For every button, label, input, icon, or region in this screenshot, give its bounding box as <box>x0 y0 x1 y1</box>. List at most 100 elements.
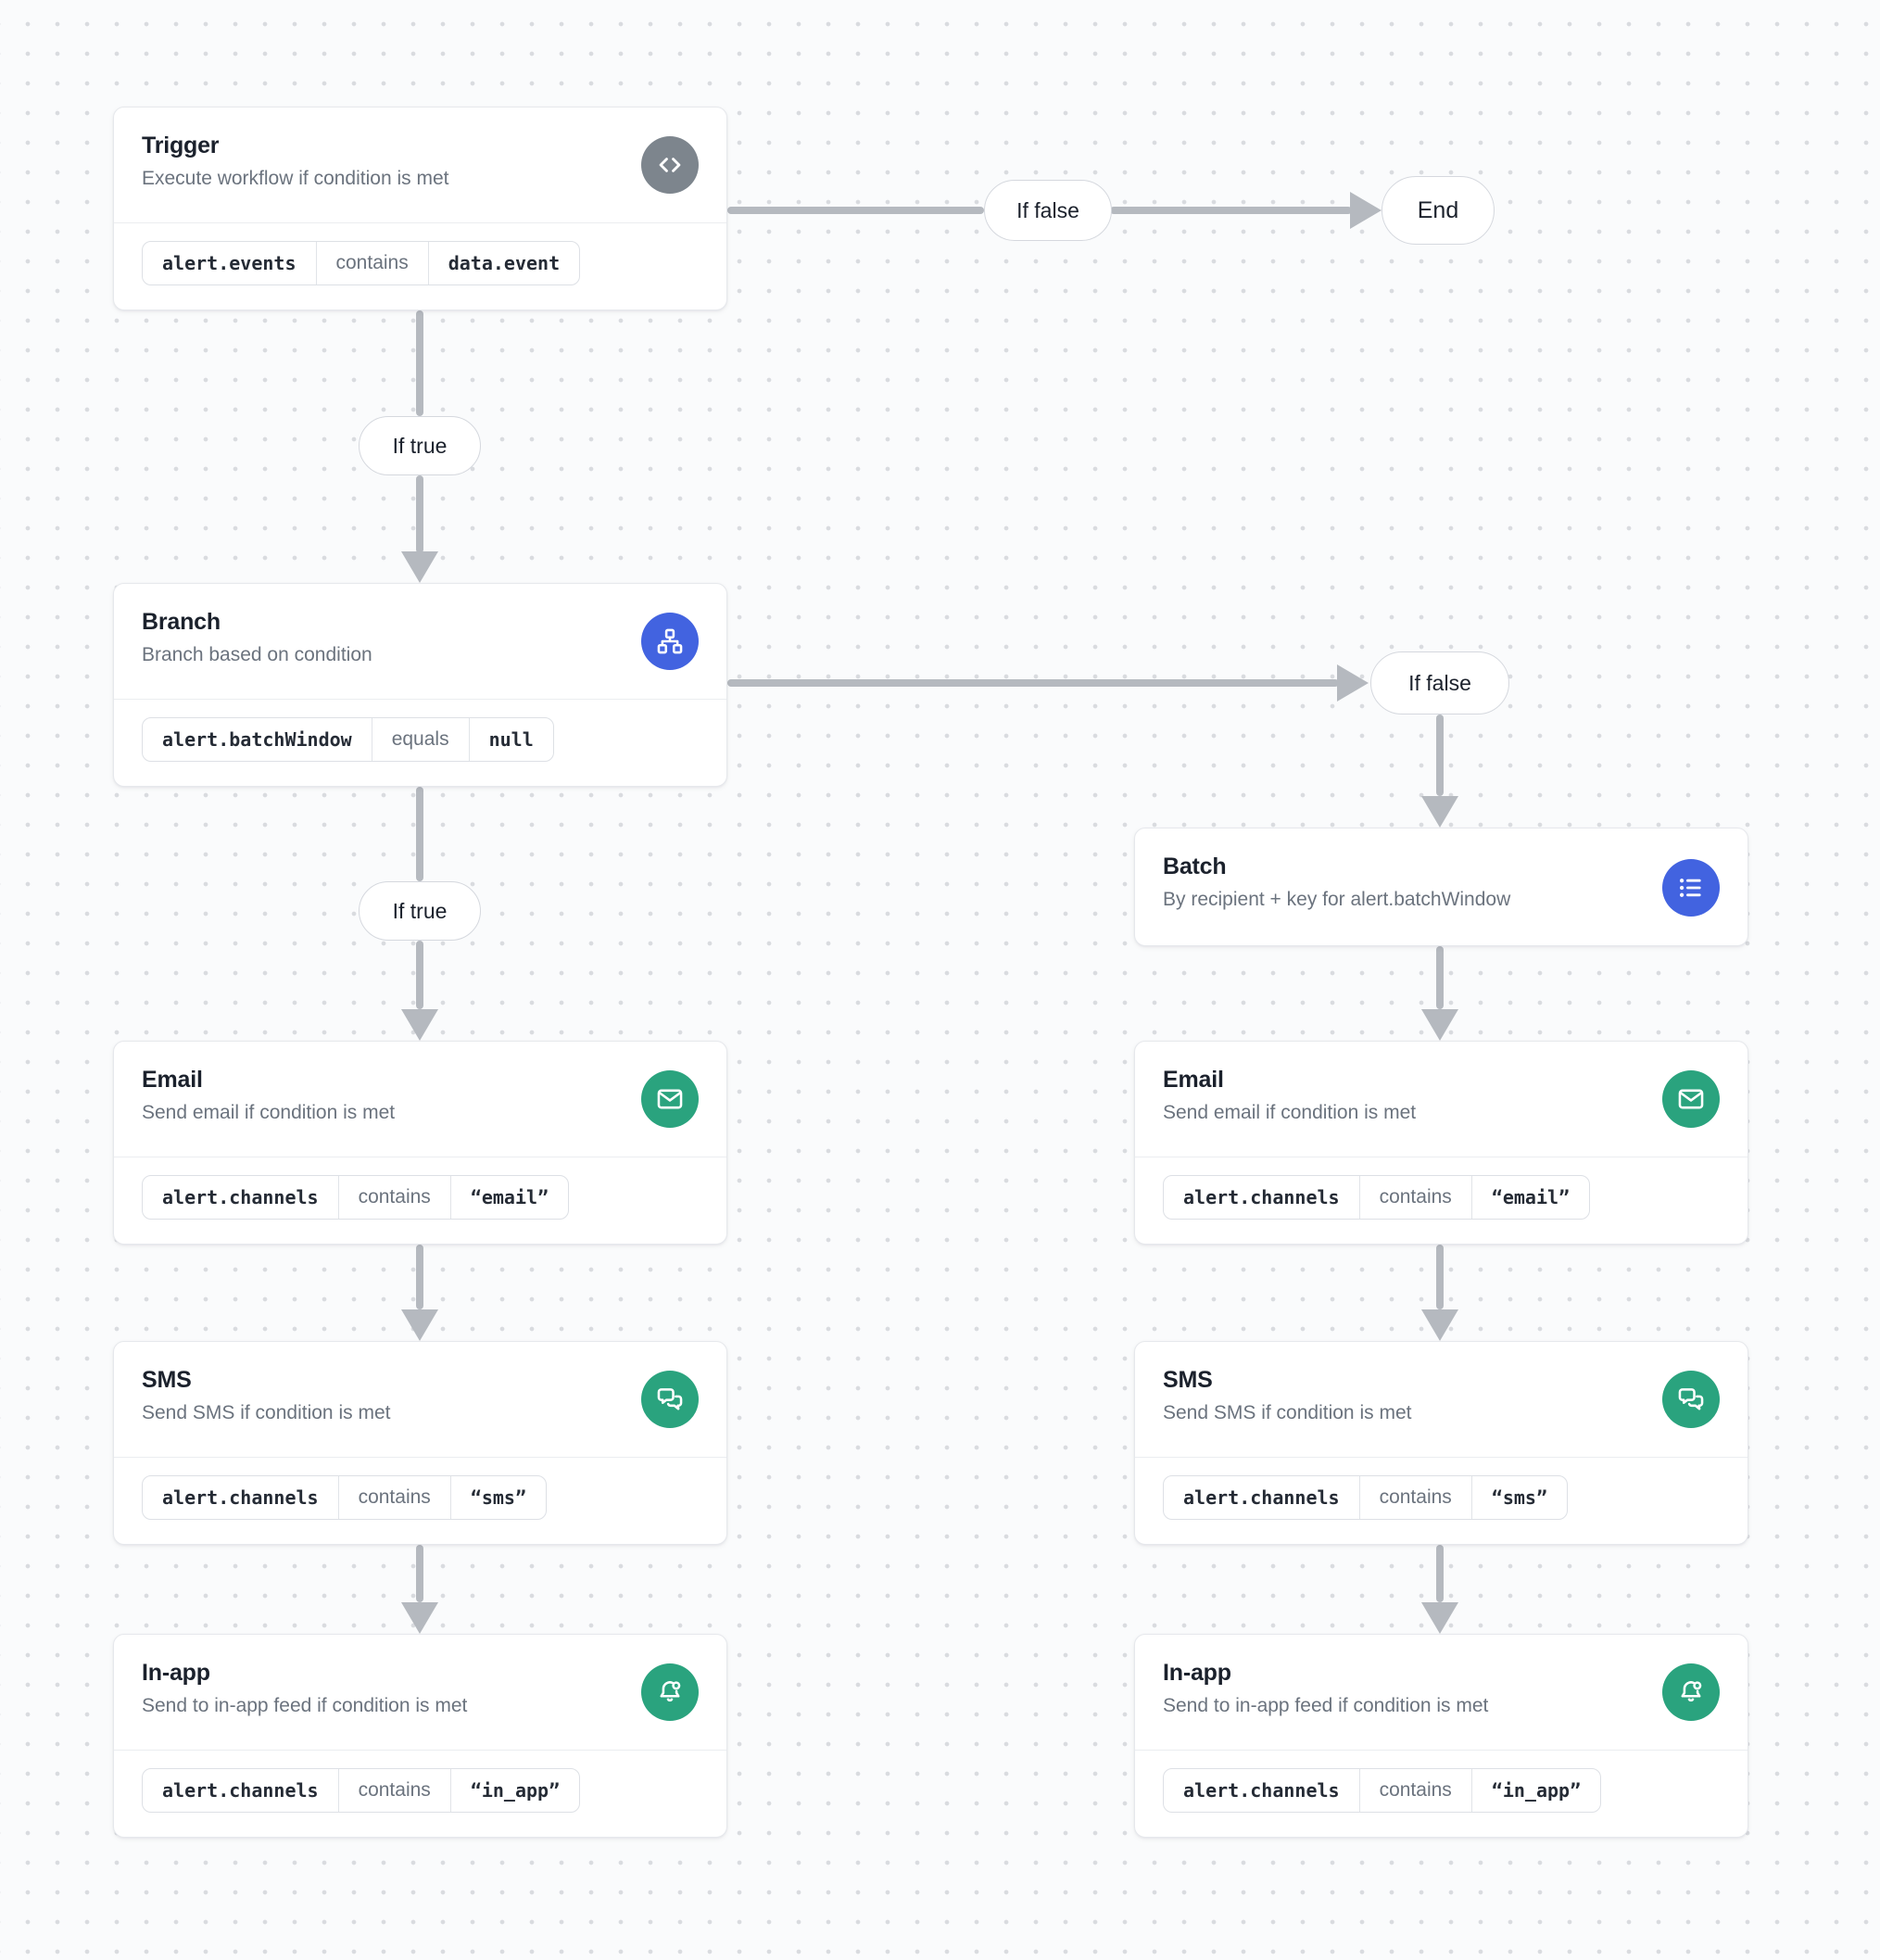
edge-line-trigger-to-iffalse <box>727 207 984 214</box>
node-title: Batch <box>1163 854 1227 879</box>
condition-operator: contains <box>337 1176 450 1219</box>
node-conditions: alert.batchWindow equals null <box>114 699 726 786</box>
condition-field: alert.channels <box>1183 1186 1340 1208</box>
node-subtitle: Send SMS if condition is met <box>142 1402 391 1423</box>
node-title: Trigger <box>142 133 220 158</box>
node-conditions: alert.channels contains “in_app” <box>1135 1750 1748 1837</box>
edge-line-iftrue-to-branch <box>416 475 423 553</box>
condition-value: “sms” <box>449 1476 546 1519</box>
arrowhead <box>1421 1309 1458 1341</box>
arrowhead <box>401 1309 438 1341</box>
node-email[interactable]: Email Send email if condition is met ale… <box>113 1041 727 1245</box>
condition-operator: contains <box>315 242 428 285</box>
condition-value: “email” <box>449 1176 568 1219</box>
node-header: SMS Send SMS if condition is met <box>114 1342 726 1457</box>
node-conditions: alert.events contains data.event <box>114 222 726 310</box>
node-conditions: alert.channels contains “sms” <box>1135 1457 1748 1544</box>
edge-label-if-false: If false <box>984 180 1112 241</box>
condition-field: alert.events <box>162 252 297 274</box>
condition-operator: contains <box>337 1476 450 1519</box>
edge-line-trigger-to-iftrue <box>416 310 423 416</box>
edge-line-email-to-sms-left <box>416 1245 423 1309</box>
envelope-icon <box>1662 1070 1720 1128</box>
node-title: SMS <box>1163 1367 1213 1393</box>
code-icon <box>641 136 699 194</box>
arrowhead <box>401 1009 438 1041</box>
node-header: Trigger Execute workflow if condition is… <box>114 107 726 222</box>
edge-line-iffalse-to-end <box>1110 207 1352 214</box>
list-icon <box>1662 859 1720 917</box>
node-email[interactable]: Email Send email if condition is met ale… <box>1134 1041 1748 1245</box>
arrowhead <box>1421 796 1458 828</box>
condition-chip[interactable]: alert.channels contains “in_app” <box>142 1768 581 1813</box>
condition-operator: contains <box>1358 1176 1471 1219</box>
node-batch[interactable]: Batch By recipient + key for alert.batch… <box>1134 828 1748 946</box>
hierarchy-icon <box>641 613 699 670</box>
condition-field: alert.channels <box>162 1186 319 1208</box>
condition-chip[interactable]: alert.channels contains “sms” <box>1163 1475 1569 1520</box>
condition-chip[interactable]: alert.channels contains “sms” <box>142 1475 548 1520</box>
node-title: Branch <box>142 609 221 635</box>
node-subtitle: Send to in-app feed if condition is met <box>142 1695 468 1716</box>
node-subtitle: Execute workflow if condition is met <box>142 168 449 189</box>
condition-field: alert.channels <box>162 1486 319 1509</box>
condition-value: “in_app” <box>1470 1769 1600 1812</box>
condition-chip[interactable]: alert.channels contains “email” <box>1163 1175 1591 1220</box>
node-subtitle: Send to in-app feed if condition is met <box>1163 1695 1489 1716</box>
condition-operator: contains <box>1358 1769 1471 1812</box>
condition-value: “sms” <box>1470 1476 1567 1519</box>
node-conditions: alert.channels contains “sms” <box>114 1457 726 1544</box>
condition-operator: contains <box>337 1769 450 1812</box>
condition-operator: equals <box>371 718 469 761</box>
node-subtitle: Send email if condition is met <box>1163 1102 1417 1123</box>
node-title: Email <box>1163 1067 1224 1093</box>
edge-line-iftrue-to-email <box>416 941 423 1009</box>
arrowhead <box>1337 664 1369 702</box>
edge-line-batch-to-email <box>1436 946 1444 1009</box>
condition-operator: contains <box>1358 1476 1471 1519</box>
condition-chip[interactable]: alert.channels contains “in_app” <box>1163 1768 1602 1813</box>
condition-field: alert.channels <box>162 1779 319 1802</box>
node-subtitle: By recipient + key for alert.batchWindow <box>1163 889 1511 910</box>
condition-field: alert.channels <box>1183 1779 1340 1802</box>
node-branch[interactable]: Branch Branch based on condition alert.b… <box>113 583 727 787</box>
condition-value: “email” <box>1470 1176 1589 1219</box>
node-header: SMS Send SMS if condition is met <box>1135 1342 1748 1457</box>
node-subtitle: Branch based on condition <box>142 644 372 665</box>
arrowhead <box>1350 192 1382 229</box>
node-subtitle: Send SMS if condition is met <box>1163 1402 1412 1423</box>
arrowhead <box>401 551 438 583</box>
node-in-app[interactable]: In-app Send to in-app feed if condition … <box>113 1634 727 1838</box>
node-title: In-app <box>142 1660 210 1686</box>
node-header: Email Send email if condition is met <box>1135 1042 1748 1157</box>
node-header: In-app Send to in-app feed if condition … <box>1135 1635 1748 1750</box>
edge-label-if-true: If true <box>359 881 481 941</box>
edge-line-sms-to-inapp-left <box>416 1545 423 1602</box>
envelope-icon <box>641 1070 699 1128</box>
node-sms[interactable]: SMS Send SMS if condition is met alert.c… <box>113 1341 727 1545</box>
node-conditions: alert.channels contains “email” <box>114 1157 726 1244</box>
node-sms[interactable]: SMS Send SMS if condition is met alert.c… <box>1134 1341 1748 1545</box>
condition-chip[interactable]: alert.events contains data.event <box>142 241 581 285</box>
condition-chip[interactable]: alert.batchWindow equals null <box>142 717 554 762</box>
node-trigger[interactable]: Trigger Execute workflow if condition is… <box>113 107 727 310</box>
condition-chip[interactable]: alert.channels contains “email” <box>142 1175 570 1220</box>
edge-line-iffalse-to-batch <box>1436 714 1444 796</box>
node-title: Email <box>142 1067 203 1093</box>
chat-bubbles-icon <box>641 1371 699 1428</box>
condition-value: null <box>468 718 553 761</box>
node-in-app[interactable]: In-app Send to in-app feed if condition … <box>1134 1634 1748 1838</box>
edge-line-branch-to-iffalse <box>727 679 1339 687</box>
node-conditions: alert.channels contains “in_app” <box>114 1750 726 1837</box>
edge-line-sms-to-inapp-right <box>1436 1545 1444 1602</box>
arrowhead <box>1421 1602 1458 1634</box>
node-conditions: alert.channels contains “email” <box>1135 1157 1748 1244</box>
node-subtitle: Send email if condition is met <box>142 1102 396 1123</box>
bell-icon <box>641 1663 699 1721</box>
condition-field: alert.channels <box>1183 1486 1340 1509</box>
edge-label-if-false: If false <box>1370 651 1509 714</box>
node-header: In-app Send to in-app feed if condition … <box>114 1635 726 1750</box>
node-header: Email Send email if condition is met <box>114 1042 726 1157</box>
condition-value: data.event <box>427 242 579 285</box>
